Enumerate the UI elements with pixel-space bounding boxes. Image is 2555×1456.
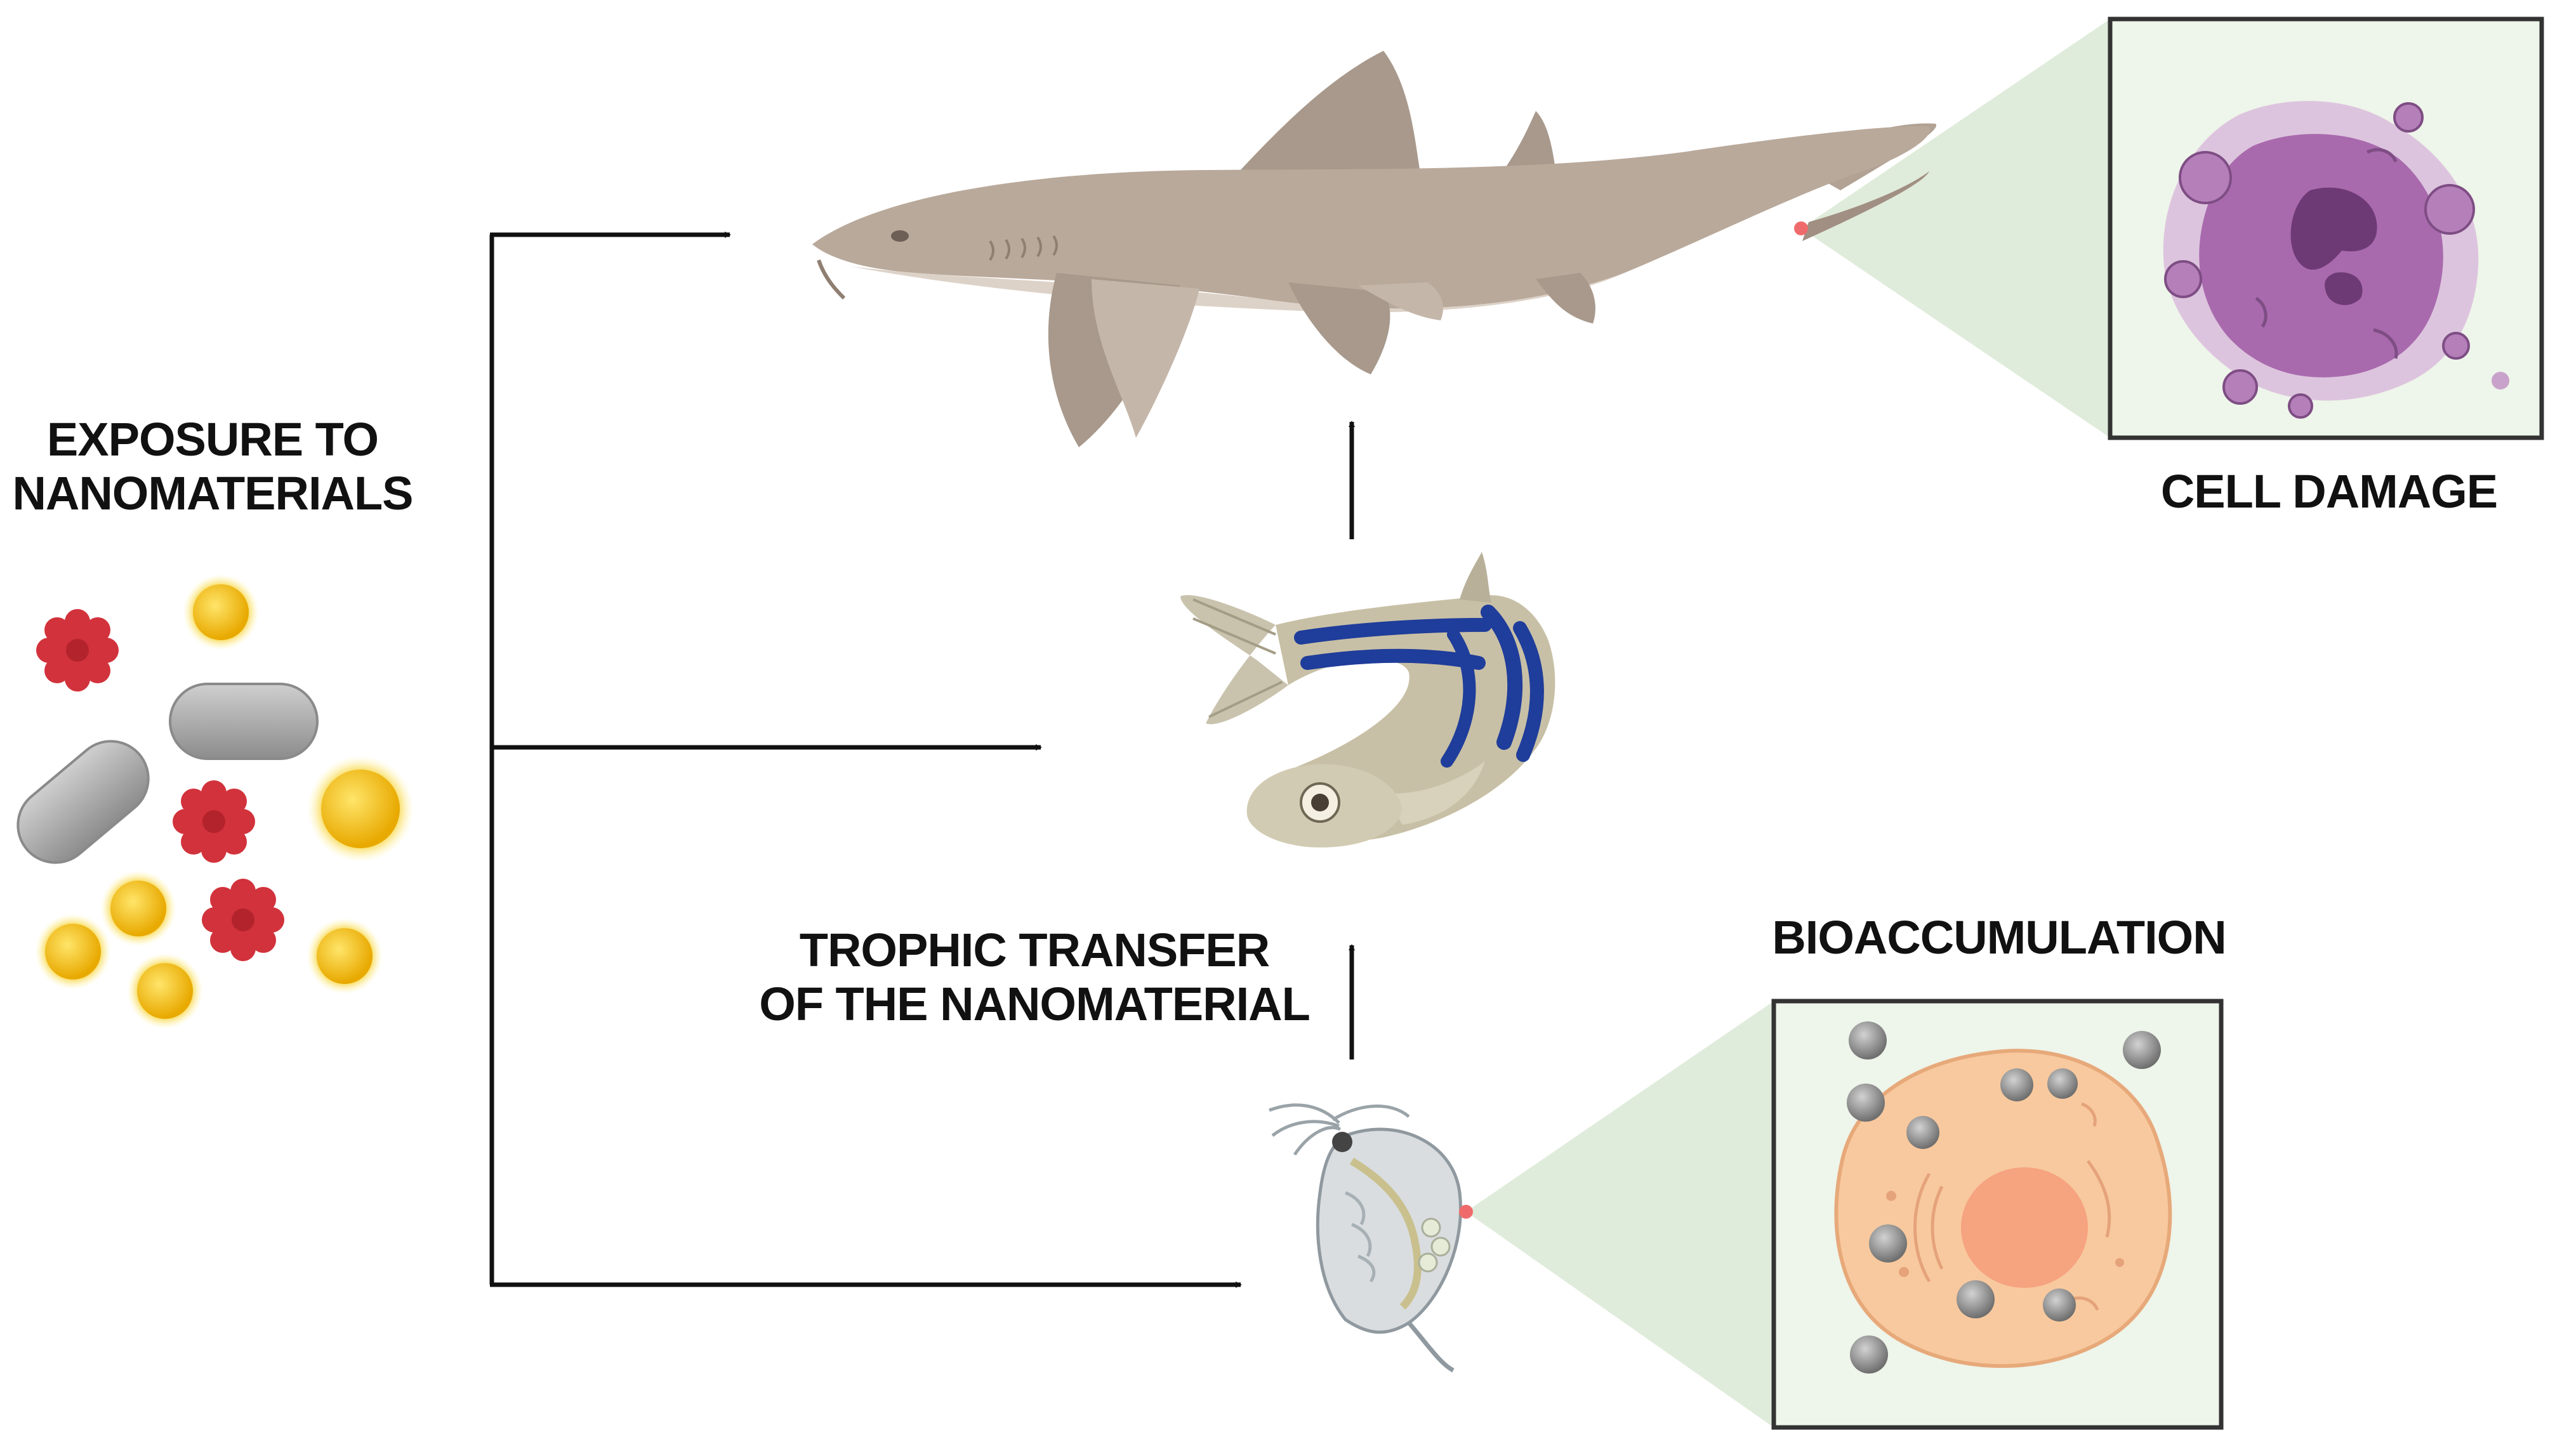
bioaccumulation-spotlight [1466,1001,1774,1427]
gold-nanoparticle-icon [307,918,383,994]
exposure-label-line-1: EXPOSURE TO [46,413,379,466]
daphnia-icon [1269,1103,1473,1373]
damaged-cell-icon [2163,101,2509,419]
gold-nanoparticle-icon [307,756,414,862]
zebrafish-icon [1180,552,1555,848]
red-nanoflower-icon [173,780,255,863]
branch-arrows [489,232,1355,1288]
gray-nanorod-icon [17,740,150,864]
red-nanoflower-icon [36,609,119,692]
red-nanoflower-icon [202,879,284,961]
shark-icon [812,51,1937,447]
gold-nanoparticle-icon [100,870,176,947]
gold-nanoparticle-icon [35,914,111,990]
nanomaterials-cluster [17,574,414,1029]
shark-marker-dot [1794,221,1808,235]
daphnia-marker-dot [1459,1205,1473,1219]
bioaccumulation-panel [1771,999,2224,1430]
cell-damage-spotlight [1801,19,2110,438]
exposure-label: EXPOSURE TO NANOMATERIALS [0,412,425,520]
exposure-label-line-2: NANOMATERIALS [12,467,413,520]
cell-damage-label: CELL DAMAGE [2160,465,2498,518]
gold-nanoparticle-icon [127,953,203,1029]
cell-with-nanoparticles-icon [1834,1049,2172,1368]
trophic-label-line-1: TROPHIC TRANSFER [799,924,1270,976]
cell-damage-panel [2108,16,2544,440]
bioaccumulation-label: BIOACCUMULATION [1772,911,2226,964]
accumulated-nanoparticles [1847,1021,2161,1374]
trophic-label-line-2: OF THE NANOMATERIAL [759,978,1311,1031]
gold-nanoparticle-icon [183,574,259,650]
gray-nanorod-icon [169,683,319,760]
trophic-transfer-label: TROPHIC TRANSFER OF THE NANOMATERIAL [749,923,1320,1031]
